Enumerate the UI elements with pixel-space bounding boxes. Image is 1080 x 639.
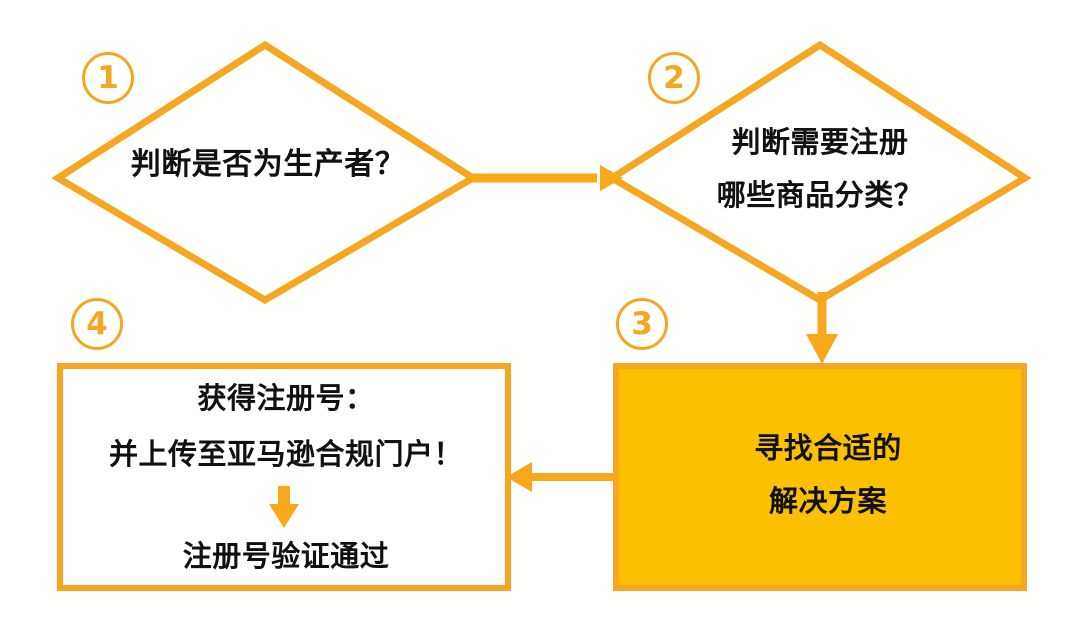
node-label-step4-line1: 获得注册号： [197, 381, 375, 415]
node-label-step2: 判断需要注册 哪些商品分类？ [660, 128, 980, 210]
step-badge-2: 2 [648, 52, 700, 104]
connector-step2-step3 [806, 292, 838, 364]
node-shape-step3[interactable] [613, 363, 1027, 591]
step-badge-1: 1 [82, 52, 134, 104]
node-label-step2-line2: 哪些商品分类？ [716, 178, 924, 212]
node-label-step3-line2: 解决方案 [768, 484, 887, 518]
node-label-step1-line1: 判断是否为生产者？ [130, 147, 406, 182]
down-arrow-icon [269, 486, 299, 528]
step-badge-4: 4 [71, 298, 123, 350]
connector-step3-step4 [506, 462, 613, 492]
node-label-step3-line1: 寻找合适的 [754, 431, 902, 465]
node-label-step3: 寻找合适的 解决方案 [640, 434, 1016, 516]
node-label-step2-line1: 判断需要注册 [731, 125, 909, 159]
node-label-step1: 判断是否为生产者？ [98, 150, 438, 180]
step-badge-3: 3 [616, 298, 668, 350]
connector-step1-step2 [466, 165, 623, 191]
node-label-step4-line2: 并上传至亚马逊合规门户！ [108, 437, 463, 471]
node-label-step4-line3: 注册号验证通过 [182, 539, 390, 573]
node-shape-step1[interactable] [51, 40, 480, 305]
